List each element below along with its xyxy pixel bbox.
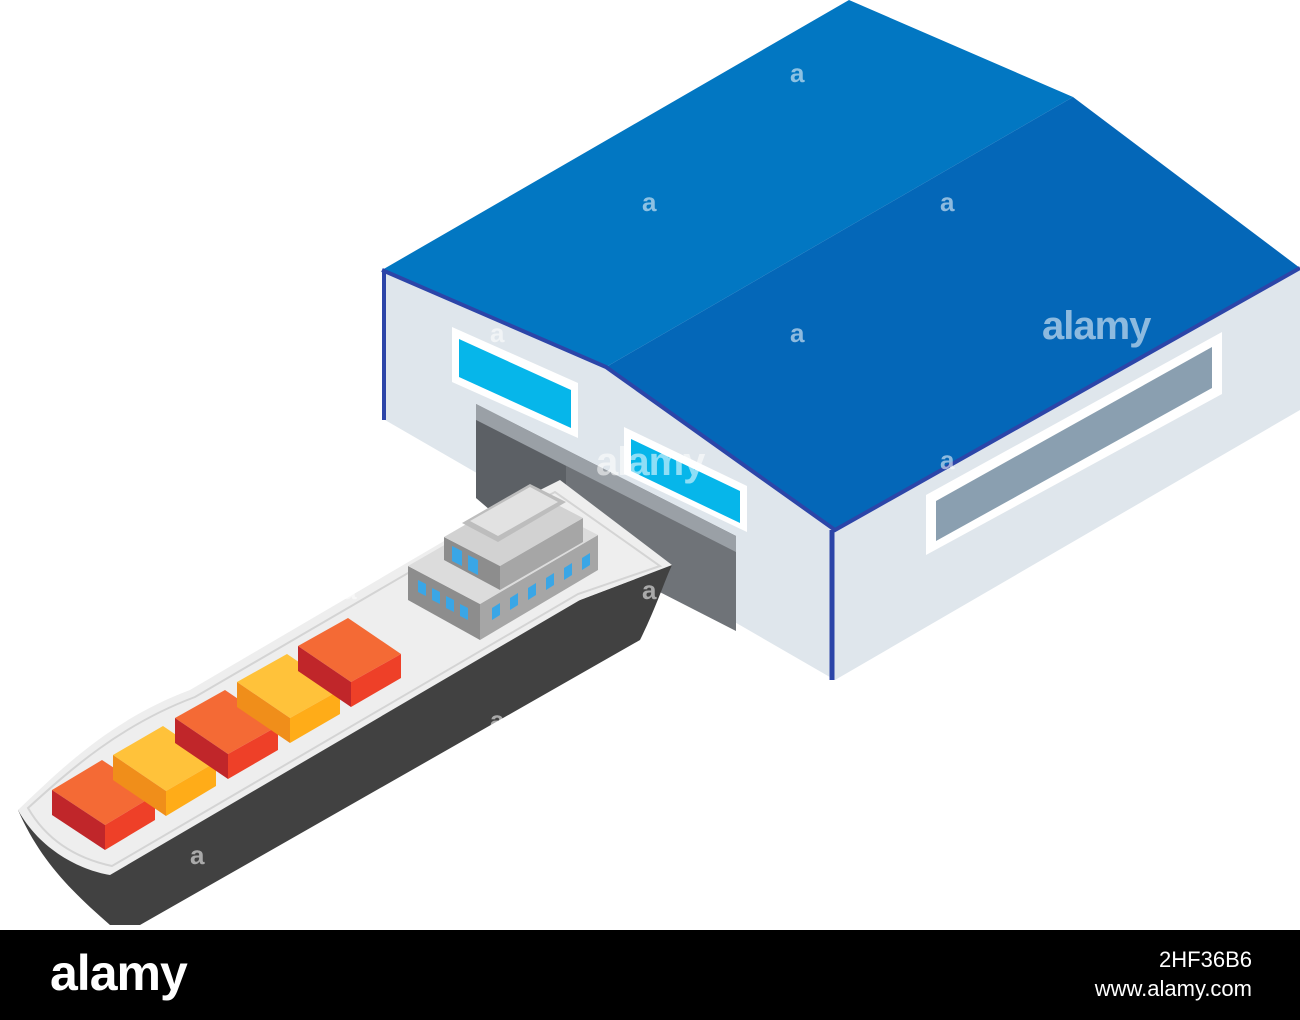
ship-deck-rim (26, 490, 663, 868)
ship-cabin-windows (452, 546, 478, 575)
container-2 (113, 726, 216, 816)
ship-bridge-base-side (480, 535, 598, 640)
site-url: www.alamy.com (1094, 976, 1252, 1001)
cargo-ship (18, 480, 672, 925)
container-3 (175, 690, 278, 779)
container-4 (237, 654, 340, 743)
container-1 (52, 760, 155, 850)
illustration (18, 0, 1300, 925)
warehouse-roof-right (606, 97, 1300, 530)
warehouse (381, 0, 1300, 680)
ship-bridge-windows (418, 553, 590, 620)
alamy-logo: alamy (50, 945, 188, 1001)
ship-cabin-roof-top (470, 487, 558, 536)
image-code: 2HF36B6 (1159, 947, 1252, 972)
footer-bar: alamy 2HF36B6 www.alamy.com (0, 930, 1300, 1020)
window-side-glass (936, 347, 1212, 541)
window-middle-glass (631, 439, 740, 523)
warehouse-door-inner (476, 404, 736, 552)
ship-cabin-side (500, 518, 583, 590)
image-info: 2HF36B6 www.alamy.com (1095, 946, 1252, 1004)
containers (52, 618, 401, 850)
ship-hull (18, 565, 672, 925)
window-left-glass (459, 339, 571, 428)
container-5 (298, 618, 401, 707)
warehouse-roof-edge (381, 266, 1300, 533)
warehouse-roof-left (382, 0, 1073, 367)
